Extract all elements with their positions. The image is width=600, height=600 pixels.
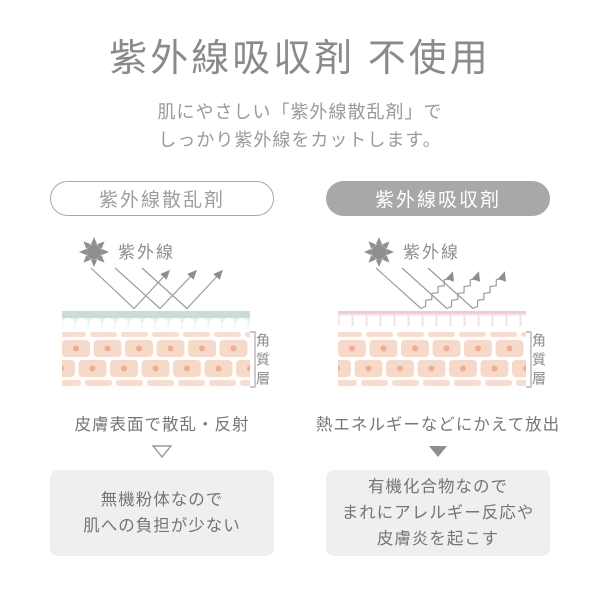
uv-label: 紫外線 xyxy=(118,243,175,262)
page-title: 紫外線吸収剤 不使用 xyxy=(109,38,491,80)
subtitle: 肌にやさしい「紫外線散乱剤」で しっかり紫外線をカットします。 xyxy=(0,98,600,154)
box-line: まれにアレルギー反応や xyxy=(341,503,535,522)
subtitle-line: 肌にやさしい「紫外線散乱剤」で xyxy=(157,101,443,122)
scattering-film xyxy=(62,310,250,331)
sun-icon xyxy=(79,236,109,267)
down-triangle-outline-icon xyxy=(151,444,173,459)
scattering-diagram-svg: 紫外線 xyxy=(62,236,256,388)
absorber-caption: 熱エネルギーなどにかえて放出 xyxy=(315,415,561,434)
comparison-columns: 紫外線散乱剤 紫外線 xyxy=(0,180,600,556)
scattering-diagram: 紫外線 角質層 xyxy=(50,232,274,404)
reflection-arrows-icon xyxy=(90,267,223,310)
sun-icon xyxy=(364,236,394,267)
stratum-corneum-bracket xyxy=(526,330,532,388)
heat-wave-arrows-icon xyxy=(420,270,506,309)
scattering-caption: 皮膚表面で散乱・反射 xyxy=(74,415,250,434)
skin-layers-illustration xyxy=(338,331,526,386)
down-triangle-filled-icon xyxy=(427,444,449,459)
stratum-corneum-bracket xyxy=(250,330,256,388)
uv-label: 紫外線 xyxy=(403,243,460,262)
scattering-result-box: 無機粉体なので 肌への負担が少ない xyxy=(50,469,274,556)
absorber-result-box: 有機化合物なので まれにアレルギー反応や 皮膚炎を起こす xyxy=(326,469,550,556)
column-scattering-agent: 紫外線散乱剤 紫外線 xyxy=(50,180,274,556)
absorber-agent-pill: 紫外線吸収剤 xyxy=(326,180,550,216)
skin-layers-illustration xyxy=(62,331,250,386)
column-absorber-agent: 紫外線吸収剤 紫外線 xyxy=(316,180,559,556)
box-line: 皮膚炎を起こす xyxy=(376,529,500,548)
absorber-diagram-svg: 紫外線 xyxy=(338,236,534,388)
stratum-corneum-label: 角質層 xyxy=(531,332,547,390)
scattering-agent-pill: 紫外線散乱剤 xyxy=(50,180,274,216)
incoming-ray-lines xyxy=(375,267,474,309)
absorber-diagram: 紫外線 角質層 xyxy=(326,232,550,404)
box-line: 有機化合物なので xyxy=(368,477,508,496)
stratum-corneum-label: 角質層 xyxy=(255,332,271,390)
subtitle-line: しっかり紫外線をカットします。 xyxy=(158,129,442,150)
absorber-film xyxy=(338,310,534,326)
box-line: 肌への負担が少ない xyxy=(83,516,241,535)
box-line: 無機粉体なので xyxy=(100,490,224,509)
